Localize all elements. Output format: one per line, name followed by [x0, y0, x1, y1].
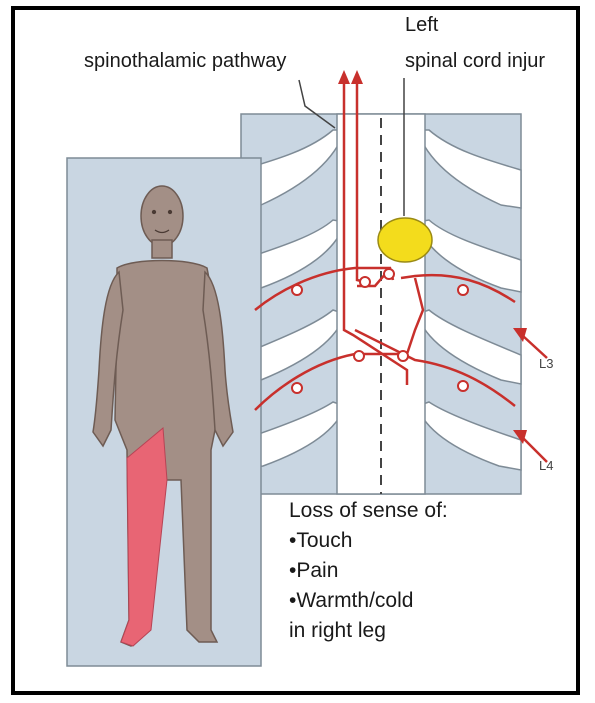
- injury-label-line2: spinal cord injur: [405, 50, 545, 73]
- diagram-frame: spinothalamic pathway Left spinal cord i…: [11, 6, 580, 695]
- l4-label: L4: [539, 458, 553, 473]
- sensory-loss-text: Loss of sense of: •Touch •Pain •Warmth/c…: [289, 496, 448, 646]
- loss-item-temperature: •Warmth/cold: [289, 586, 448, 616]
- neck: [152, 240, 172, 258]
- loss-heading: Loss of sense of:: [289, 496, 448, 526]
- injury-label-line1: Left: [405, 14, 438, 37]
- pathway-label: spinothalamic pathway: [84, 50, 286, 73]
- loss-item-touch: •Touch: [289, 526, 448, 556]
- loss-item-pain: •Pain: [289, 556, 448, 586]
- head: [141, 186, 183, 246]
- loss-footer: in right leg: [289, 616, 448, 646]
- spinal-cord-lesion: [378, 218, 432, 262]
- l3-label: L3: [539, 356, 553, 371]
